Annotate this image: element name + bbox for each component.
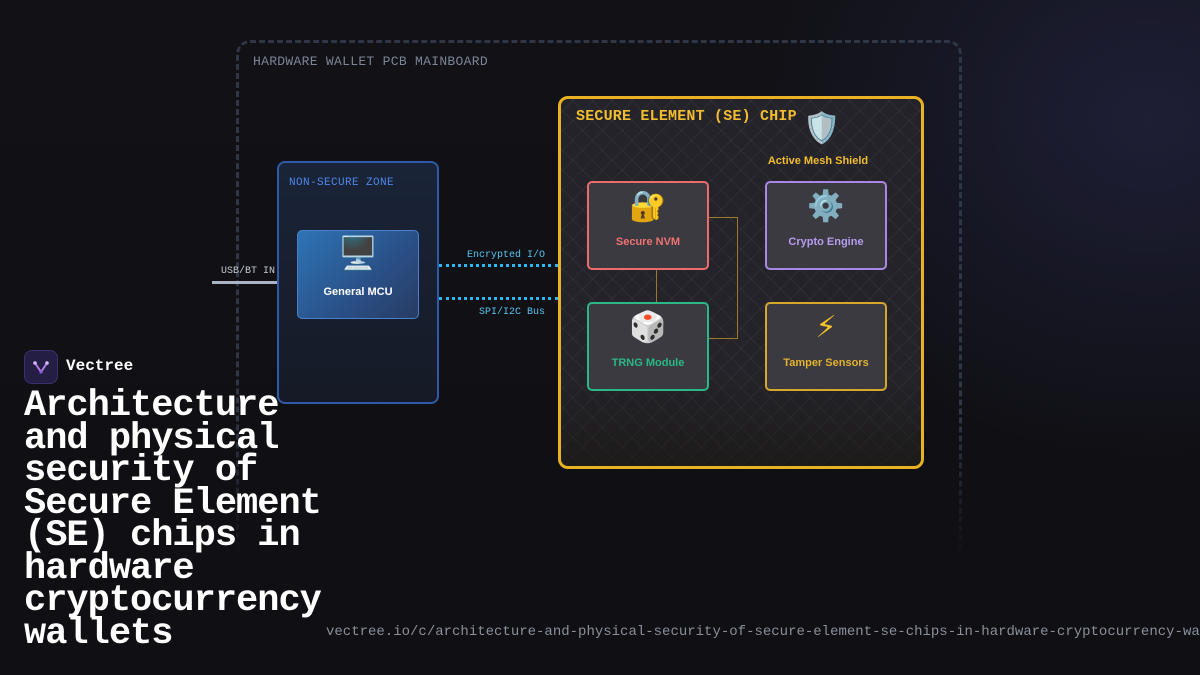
dice-icon: 🎲: [629, 310, 667, 345]
trace-nvm-crypto-h: [709, 217, 737, 218]
shield-icon: 🛡️: [803, 111, 841, 146]
non-secure-zone-label: NON-SECURE ZONE: [289, 177, 395, 189]
usb-bt-input-label: USB/BT IN: [221, 266, 276, 277]
secure-element-chip: [558, 96, 924, 469]
pcb-mainboard-outline: [236, 40, 962, 560]
pcb-mainboard-label: HARDWARE WALLET PCB MAINBOARD: [253, 54, 488, 69]
trng-module-label: TRNG Module: [611, 357, 685, 369]
secure-nvm-label: Secure NVM: [615, 236, 681, 248]
trace-trng-h: [709, 338, 738, 339]
tamper-sensors-label: Tamper Sensors: [783, 357, 869, 369]
page-url[interactable]: vectree.io/c/architecture-and-physical-s…: [326, 624, 1200, 640]
locked-with-key-icon: 🔐: [629, 189, 667, 224]
secure-nvm-module: 🔐 Secure NVM: [587, 181, 709, 270]
trng-module: 🎲 TRNG Module: [587, 302, 709, 391]
active-mesh-shield-label: Active Mesh Shield: [767, 155, 869, 167]
vectree-logo-icon: [24, 350, 58, 384]
crypto-engine-label: Crypto Engine: [788, 236, 864, 248]
tamper-sensors-module: ⚡ Tamper Sensors: [765, 302, 887, 391]
lightning-icon: ⚡: [815, 310, 837, 345]
spi-i2c-bus-label: SPI/I2C Bus: [479, 307, 546, 318]
gear-icon: ⚙️: [807, 189, 845, 224]
brand-name: Vectree: [66, 357, 134, 375]
trace-right-v: [737, 217, 738, 339]
crypto-engine-module: ⚙️ Crypto Engine: [765, 181, 887, 270]
secure-element-title: SECURE ELEMENT (SE) CHIP: [576, 108, 797, 125]
usb-bt-input-line: [212, 281, 278, 284]
encrypted-io-bus-line: [439, 264, 558, 267]
general-mcu-block: 🖥️ General MCU: [297, 230, 419, 319]
desktop-computer-icon: 🖥️: [338, 234, 378, 272]
page-title: Architecture and physical security of Se…: [24, 385, 322, 655]
spi-i2c-bus-line: [439, 297, 558, 300]
general-mcu-label: General MCU: [323, 286, 393, 298]
encrypted-io-label: Encrypted I/O: [467, 250, 546, 261]
trace-nvm-trng-v: [656, 270, 657, 302]
